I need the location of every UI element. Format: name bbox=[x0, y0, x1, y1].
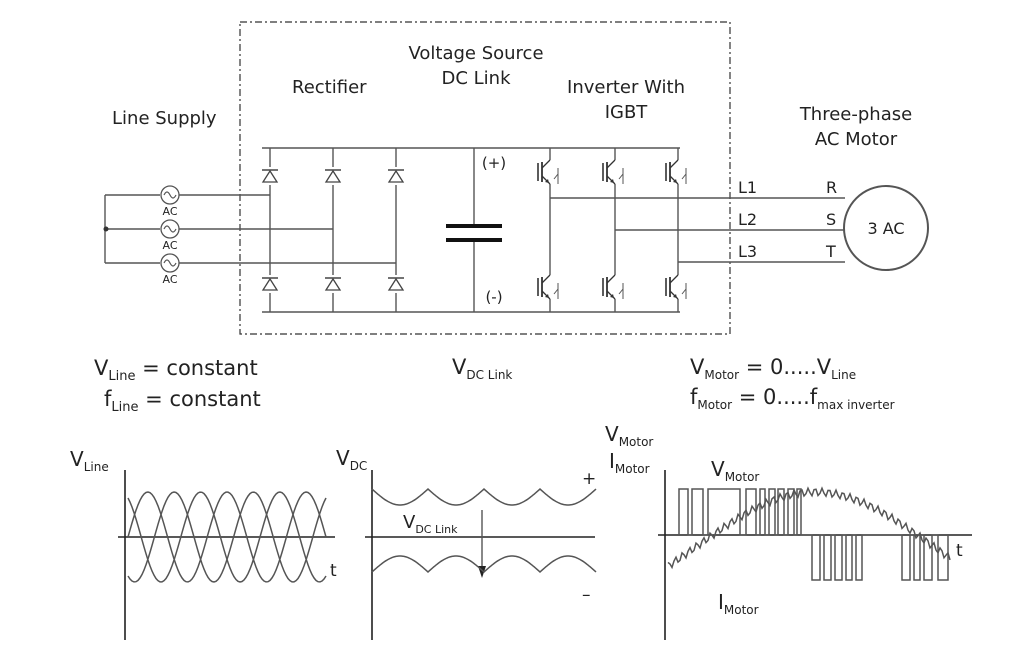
line-label-l2: L2 bbox=[738, 210, 757, 229]
ac-sources: AC AC AC bbox=[103, 185, 396, 286]
graph2-ylabel: VDC bbox=[336, 446, 367, 473]
diode-symbol bbox=[387, 167, 405, 185]
igbt-symbol bbox=[601, 274, 624, 300]
rectifier-bridge bbox=[261, 147, 680, 313]
phase-label-r: R bbox=[826, 178, 837, 197]
motor-label: 3 AC bbox=[867, 219, 904, 238]
graph1-t-label: t bbox=[330, 561, 337, 581]
graph2-vdclink-label: VDC Link bbox=[403, 512, 458, 536]
heading-rectifier: Rectifier bbox=[292, 77, 367, 98]
diode-symbol bbox=[387, 275, 405, 293]
ripple-wave bbox=[371, 555, 597, 574]
motor-current-wave bbox=[667, 486, 951, 570]
ac-source-icon bbox=[160, 253, 180, 273]
heading-inverter-line2: IGBT bbox=[605, 102, 649, 123]
ac-label: AC bbox=[162, 273, 177, 286]
graph3-imotor-label: IMotor bbox=[609, 449, 650, 476]
motor-circle bbox=[843, 185, 929, 271]
vline-equation: VLine = constant bbox=[94, 356, 258, 384]
converter-enclosure bbox=[239, 21, 731, 335]
graph1-ylabel: VLine bbox=[70, 447, 109, 474]
igbt-symbol bbox=[601, 159, 624, 185]
ac-source-icon bbox=[160, 185, 180, 205]
igbt-symbol bbox=[664, 274, 687, 300]
phase-wave bbox=[127, 491, 327, 583]
graph3-imotor-curve-label: IMotor bbox=[718, 590, 759, 617]
minus-label: (-) bbox=[485, 288, 502, 306]
plus-label: (+) bbox=[482, 154, 506, 172]
heading-dc-link-line2: DC Link bbox=[441, 68, 511, 89]
igbt-symbol bbox=[536, 159, 559, 185]
ripple-wave bbox=[371, 487, 597, 506]
fmotor-equation: fMotor = 0.....fmax inverter bbox=[690, 385, 895, 412]
graph-motor: VMotor IMotor VMotor IMotor t bbox=[605, 422, 972, 640]
heading-dc-link-line1: Voltage Source bbox=[408, 43, 543, 64]
igbt-symbol bbox=[664, 159, 687, 185]
vmotor-equation: VMotor = 0.....VLine bbox=[690, 355, 856, 382]
diode-symbol bbox=[324, 275, 342, 293]
graph3-t-label: t bbox=[956, 541, 963, 561]
diode-symbol bbox=[261, 275, 279, 293]
line-label-l3: L3 bbox=[738, 242, 757, 261]
graph3-vmotor-curve-label: VMotor bbox=[711, 457, 759, 484]
pwm-voltage-wave bbox=[678, 488, 949, 581]
graph2-plus: + bbox=[582, 469, 596, 489]
vdc-link-label: VDC Link bbox=[452, 355, 512, 382]
phase-label-t: T bbox=[825, 242, 836, 261]
line-label-l1: L1 bbox=[738, 178, 757, 197]
diode-symbol bbox=[261, 167, 279, 185]
dc-link-capacitor: (+) (-) bbox=[446, 148, 506, 312]
phase-label-s: S bbox=[826, 210, 836, 229]
heading-motor-line2: AC Motor bbox=[815, 129, 898, 150]
graph-dc-voltage: VDC + – VDC Link bbox=[336, 446, 597, 640]
heading-motor-line1: Three-phase bbox=[799, 104, 912, 125]
heading-line-supply: Line Supply bbox=[112, 108, 217, 129]
inverter-igbt bbox=[536, 148, 845, 312]
igbt-symbol bbox=[536, 274, 559, 300]
graph3-vmotor-label: VMotor bbox=[605, 422, 653, 449]
heading-inverter-line1: Inverter With bbox=[567, 77, 685, 98]
graph-line-voltage: VLine t bbox=[70, 447, 337, 640]
ac-label: AC bbox=[162, 239, 177, 252]
ac-source-icon bbox=[160, 219, 180, 239]
fline-equation: fLine = constant bbox=[104, 387, 261, 415]
diode-symbol bbox=[324, 167, 342, 185]
ac-label: AC bbox=[162, 205, 177, 218]
graph2-minus: – bbox=[582, 585, 591, 605]
